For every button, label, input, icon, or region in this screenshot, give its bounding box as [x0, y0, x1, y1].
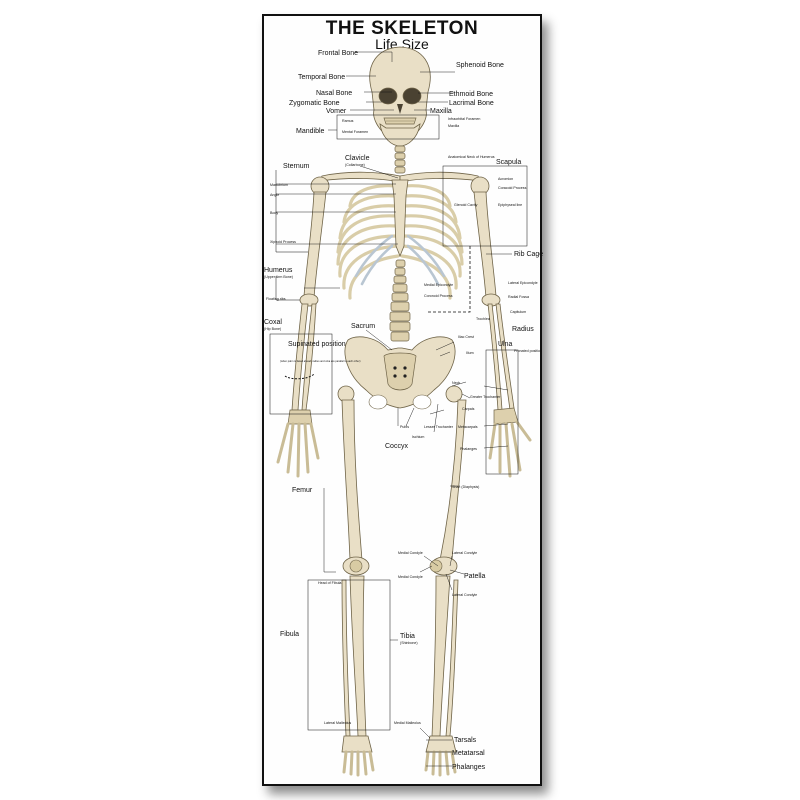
hands	[276, 407, 532, 478]
label-lesser-trochanter: Lesser Trochanter	[424, 425, 454, 429]
label-rib-cage: Rib Cage	[514, 251, 543, 258]
label-ilium: Ilium	[466, 351, 474, 355]
label-lateral-condyle-tibia: Lateral Condyle	[452, 593, 477, 597]
label-tarsals: Tarsals	[454, 737, 477, 744]
label-metacarpals: Metacarpals	[458, 425, 478, 429]
pelvis	[344, 336, 456, 410]
label-anatomical-neck: Anatomical Neck of Humerus	[448, 155, 495, 159]
spine	[389, 145, 411, 342]
label-medial-condyle-tibia: Medial Condyle	[398, 575, 423, 579]
label-ischium: Ischium	[412, 435, 424, 439]
label-mandible: Mandible	[296, 128, 325, 135]
label-greater-trochanter: Greater Trochanter	[470, 395, 501, 399]
poster-subtitle: Life Size	[375, 36, 429, 52]
label-capitulum: Capitulum	[510, 310, 526, 314]
label-lateral-epicondyle: Lateral Epicondyle	[508, 281, 538, 285]
labels: Frontal Bone Sphenoid Bone Temporal Bone…	[264, 50, 543, 771]
skull	[369, 46, 431, 147]
label-acromion: Acromion	[498, 177, 513, 181]
label-epiphyseal: Epiphyseal line	[498, 203, 522, 207]
label-zygomatic-bone: Zygomatic Bone	[289, 100, 340, 107]
label-radial-fossa: Radial Fossa	[508, 295, 529, 299]
label-temporal-bone: Temporal Bone	[298, 74, 345, 81]
label-femur: Femur	[292, 487, 313, 494]
label-radius: Radius	[512, 326, 534, 333]
label-shaft: Shaft (Diaphysis)	[452, 485, 479, 489]
label-body: Body	[270, 211, 278, 215]
label-humerus: Humerus	[264, 267, 293, 274]
label-medial-malleolus: Medial Malleolus	[394, 721, 421, 725]
label-fibula: Fibula	[280, 631, 299, 638]
label-medial-condyle-femur: Medial Condyle	[398, 551, 423, 555]
label-frontal-bone: Frontal Bone	[318, 50, 358, 57]
label-neck: Neck	[452, 381, 460, 385]
label-vomer: Vomer	[326, 108, 347, 115]
poster-title: THE SKELETON	[325, 18, 479, 39]
label-iliac-crest: Iliac Crest	[458, 335, 474, 339]
leader-lines	[269, 51, 528, 767]
label-ramus: Ramus	[342, 119, 354, 123]
label-patella: Patella	[464, 573, 486, 580]
label-coccyx: Coccyx	[385, 443, 408, 450]
label-head-of-fibula: Head of Fibula	[318, 581, 341, 585]
rib-cage	[336, 184, 464, 300]
label-manubrium: Manubrium	[270, 183, 288, 187]
label-lacrimal-bone: Lacrimal Bone	[449, 100, 494, 107]
label-humerus-sub: (Upper Arm Bone)	[264, 275, 293, 279]
label-sternum: Sternum	[283, 163, 310, 170]
label-nasal-bone: Nasal Bone	[316, 90, 352, 97]
label-scapula: Scapula	[496, 159, 521, 166]
label-supinated-note: (when palm is faced ahead, radius and ul…	[280, 359, 361, 363]
label-metatarsal: Metatarsal	[452, 750, 485, 757]
label-coronoid-process: Coronoid Process	[424, 294, 453, 298]
label-phalanges-foot: Phalanges	[452, 764, 486, 771]
label-pubis: Pubis	[400, 425, 409, 429]
label-glenoid: Glenoid Cavity	[454, 203, 478, 207]
arms	[291, 191, 515, 411]
label-angle: Angle	[270, 193, 279, 197]
sternum-bone	[391, 179, 409, 258]
feet	[341, 735, 457, 777]
label-tibia: Tibia	[400, 633, 415, 640]
label-sacrum: Sacrum	[351, 323, 375, 330]
legs	[337, 385, 467, 737]
scapulae-shoulders	[310, 176, 490, 196]
label-clavicle-sub: (Collarbone)	[345, 163, 365, 167]
label-maxilla-small: Maxilla	[448, 124, 459, 128]
label-infraorbital-foramen: Infraorbital Foramen	[448, 117, 480, 121]
label-lateral-condyle-femur: Lateral Condyle	[452, 551, 477, 555]
label-tibia-sub: (Shinbone)	[400, 641, 418, 645]
label-ulna: Ulna	[498, 341, 513, 348]
label-ethmoid-bone: Ethmoid Bone	[449, 91, 493, 98]
label-xiphoid: Xiphoid Process	[270, 240, 296, 244]
label-trochlea: Trochlea	[476, 317, 490, 321]
label-coxal-sub: (Hip Bone)	[264, 327, 281, 331]
label-clavicle: Clavicle	[345, 155, 370, 162]
label-coxal: Coxal	[264, 319, 282, 326]
label-pronated-position: Pronated position	[514, 349, 542, 353]
label-floating-ribs: Floating ribs	[266, 297, 286, 301]
label-phalanges-hand: Phalanges	[460, 447, 477, 451]
label-lateral-malleolus: Lateral Malleolus	[324, 721, 351, 725]
label-medial-epicondyle: Medial Epicondyle	[424, 283, 453, 287]
label-carpals: Carpals	[462, 407, 475, 411]
label-supinated-position: Supinated position	[288, 341, 346, 348]
label-coracoid: Coracoid Process	[498, 186, 527, 190]
label-mental-foramen: Mental Foramen	[342, 130, 368, 134]
label-maxilla: Maxilla	[430, 108, 452, 115]
label-sphenoid-bone: Sphenoid Bone	[456, 62, 504, 69]
